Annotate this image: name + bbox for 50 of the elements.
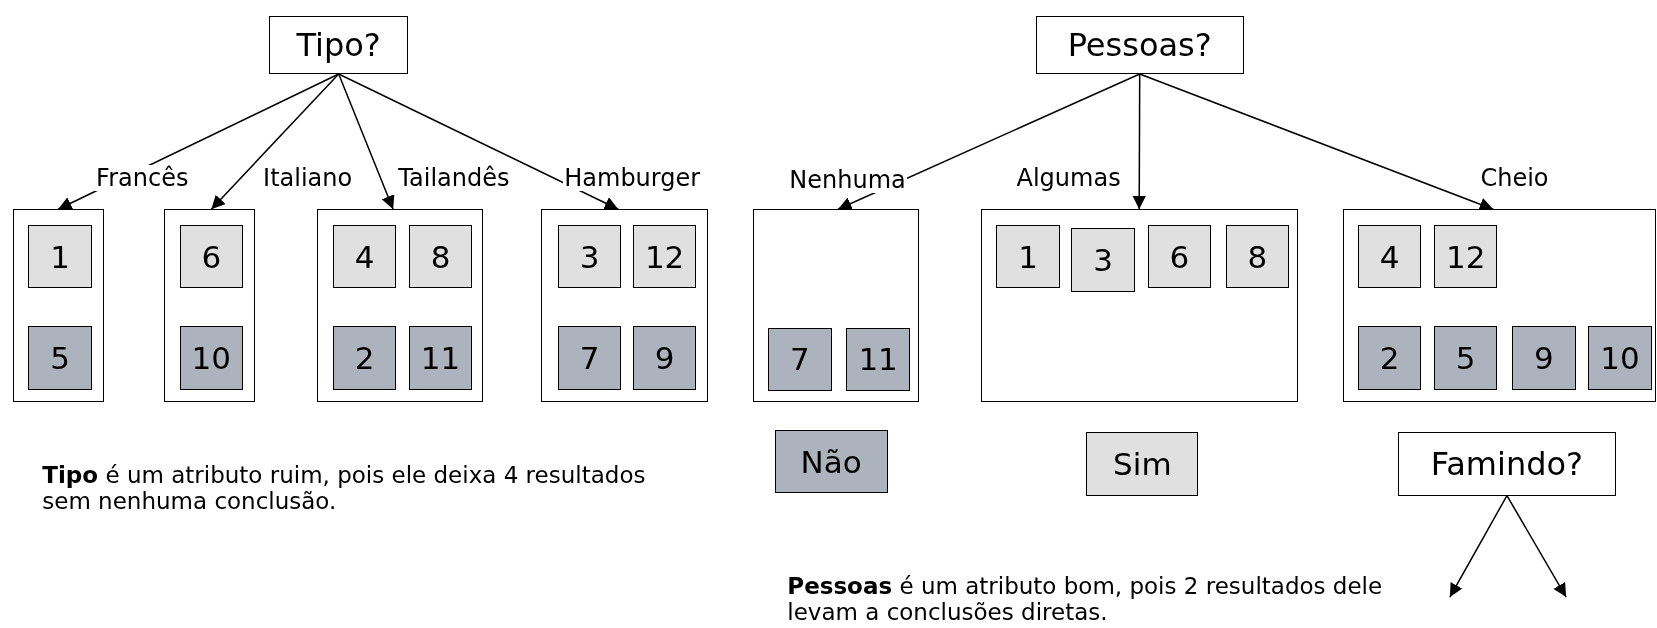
arrow: [837, 73, 1141, 210]
edge-label: Hamburger: [563, 164, 702, 192]
example-box: 2: [1357, 326, 1422, 390]
example-box: 9: [632, 326, 697, 390]
group-box: [1343, 209, 1656, 402]
example-box: Sim: [1086, 432, 1199, 496]
example-box: 3: [557, 225, 622, 289]
decision-box: Tipo?: [269, 15, 408, 74]
decision-box: Pessoas?: [1035, 15, 1244, 74]
example-box: 6: [179, 225, 243, 289]
group-box: [980, 209, 1298, 402]
edge-label: Francês: [95, 164, 190, 192]
note-text: Tipo é um atributo ruim, pois ele deixa 4 resultados sem nenhuma conclusão.: [42, 461, 647, 515]
example-box: 11: [846, 327, 910, 391]
example-box: 8: [408, 225, 473, 289]
arrow: [1506, 494, 1567, 598]
arrow: [210, 73, 340, 210]
arrow: [337, 73, 395, 210]
decision-box: Famindo?: [1398, 432, 1616, 496]
group-box: [753, 209, 920, 402]
example-box: 1: [28, 225, 92, 289]
example-box: 2: [332, 326, 397, 390]
example-box: 3: [1071, 228, 1135, 292]
example-box: 12: [632, 225, 697, 289]
example-box: 6: [1147, 225, 1211, 289]
example-box: 4: [332, 225, 397, 289]
arrow: [1449, 494, 1508, 598]
example-box: 12: [1433, 225, 1498, 289]
edge-label: Nenhuma: [788, 166, 907, 194]
example-box: 5: [1433, 326, 1498, 390]
example-box: 7: [768, 327, 832, 391]
example-box: 4: [1357, 225, 1422, 289]
example-box: 10: [179, 326, 243, 390]
example-box: 5: [28, 326, 92, 390]
example-box: 10: [1588, 326, 1652, 390]
arrow: [1138, 73, 1494, 211]
group-box: [163, 209, 255, 402]
group-box: [317, 209, 483, 402]
example-box: 1: [996, 225, 1060, 289]
example-box: 11: [408, 326, 473, 390]
note-text: Pessoas é um atributo bom, pois 2 resultados dele levam a conclusões diretas.: [787, 572, 1384, 626]
group-box: [541, 209, 708, 402]
arrow: [1132, 73, 1146, 210]
group-box: [12, 209, 104, 402]
example-box: 9: [1512, 326, 1576, 390]
example-box: 7: [557, 326, 622, 390]
example-box: Não: [774, 430, 888, 494]
arrow: [337, 73, 619, 210]
example-box: 8: [1225, 225, 1290, 289]
edge-label: Algumas: [1015, 164, 1122, 192]
